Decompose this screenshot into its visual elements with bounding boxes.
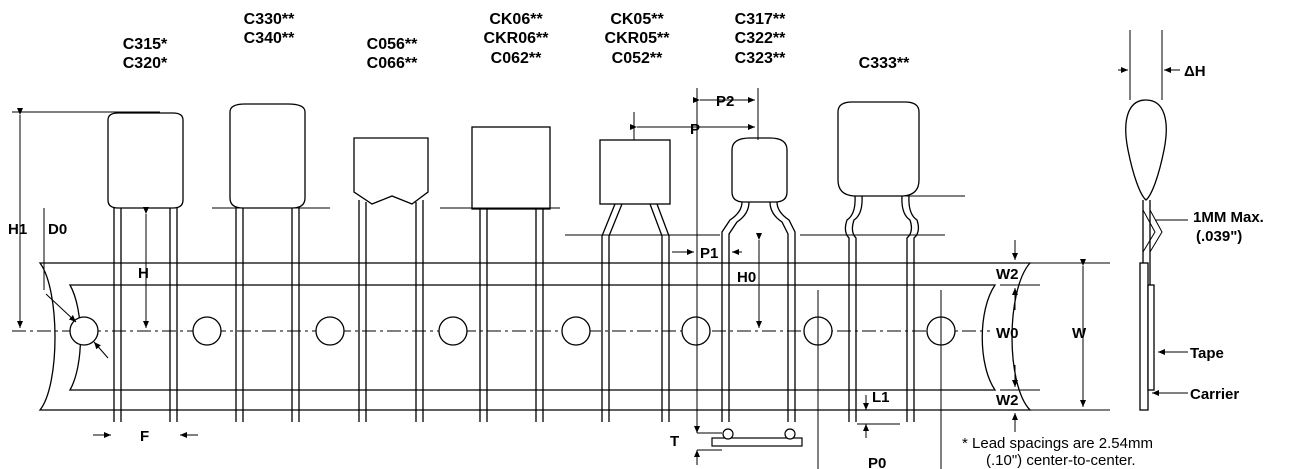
footnote-line-1: * Lead spacings are 2.54mm: [962, 435, 1153, 452]
label-lead-max-in: (.039"): [1196, 228, 1242, 245]
label-w2-bottom: W2: [996, 392, 1019, 409]
part-label-ckr06: CKR06**: [484, 30, 550, 47]
label-tape: Tape: [1190, 345, 1224, 362]
part-label-c317: C317**: [735, 11, 786, 28]
label-carrier: Carrier: [1190, 386, 1239, 403]
label-t: T: [670, 433, 679, 450]
sprocket-holes: [69, 316, 956, 346]
part-label-c323: C323**: [735, 50, 786, 67]
side-view: [1118, 30, 1188, 411]
part-label-ck06: CK06**: [489, 11, 543, 28]
sprocket-hole: [561, 316, 591, 346]
footnote-line-2: (.10") center-to-center.: [986, 452, 1136, 469]
label-h: H: [138, 265, 149, 282]
label-delta-h: ΔH: [1184, 63, 1206, 80]
components: [107, 101, 920, 422]
part-label-c333: C333**: [859, 55, 910, 72]
part-label-c062: C062**: [491, 50, 542, 67]
part-label-c320: C320*: [123, 55, 168, 72]
lead-projections: [113, 270, 915, 405]
footnote: * Lead spacings are 2.54mm (.10") center…: [962, 435, 1153, 469]
sprocket-hole: [315, 316, 345, 346]
capacitor-c333: [837, 101, 920, 422]
label-p1: P1: [700, 245, 718, 262]
label-h1: H1: [8, 221, 27, 238]
label-h0: H0: [737, 269, 756, 286]
part-label-c330: C330**: [244, 11, 295, 28]
dimension-labels: H1 D0 H F P P2 P1 H0 T L1 P0 W2 W0 W2 W …: [8, 63, 1264, 469]
label-d0: D0: [48, 221, 67, 238]
capacitor-c317: [721, 137, 796, 422]
label-p2: P2: [716, 93, 734, 110]
sprocket-hole: [192, 316, 222, 346]
capacitor-ck05: [599, 139, 671, 422]
part-label-c315: C315*: [123, 36, 168, 53]
label-w2-top: W2: [996, 266, 1019, 283]
dimension-lines: [12, 88, 1110, 469]
label-l1: L1: [872, 389, 890, 406]
part-label-c322: C322**: [735, 30, 786, 47]
sprocket-hole: [438, 316, 468, 346]
part-label-c066: C066**: [367, 55, 418, 72]
label-p0: P0: [868, 455, 886, 469]
label-w: W: [1072, 325, 1087, 342]
label-lead-max: 1MM Max.: [1193, 209, 1264, 226]
part-labels: C315* C320* C330** C340** C056** C066** …: [123, 11, 910, 72]
part-label-c056: C056**: [367, 36, 418, 53]
part-label-ck05: CK05**: [610, 11, 664, 28]
label-p: P: [690, 121, 700, 138]
part-label-c340: C340**: [244, 30, 295, 47]
sprocket-hole: [681, 316, 711, 346]
carrier-tape: [38, 262, 1032, 411]
tape-thickness-detail: [711, 428, 803, 447]
part-label-ckr05: CKR05**: [605, 30, 671, 47]
label-w0: W0: [996, 325, 1019, 342]
part-label-c052: C052**: [612, 50, 663, 67]
label-f: F: [140, 428, 149, 445]
sprocket-hole: [69, 316, 99, 346]
